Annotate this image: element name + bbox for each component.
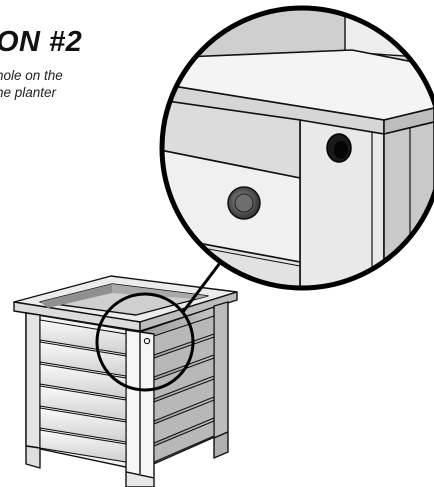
side-slats: [153, 315, 215, 463]
front-slats: [39, 319, 127, 463]
instruction-caption: hole on the he planter: [0, 67, 63, 101]
planter-rim-side-edge: [139, 291, 238, 332]
zoom-circle-border: [159, 5, 434, 291]
callout-circle: [95, 292, 195, 392]
option-heading: ON #2: [0, 26, 83, 58]
caption-line-1: hole on the: [0, 68, 63, 83]
planter-hole-marker: [143, 337, 151, 345]
caption-line-2: he planter: [0, 85, 57, 100]
zoom-rim-top: [162, 49, 434, 121]
